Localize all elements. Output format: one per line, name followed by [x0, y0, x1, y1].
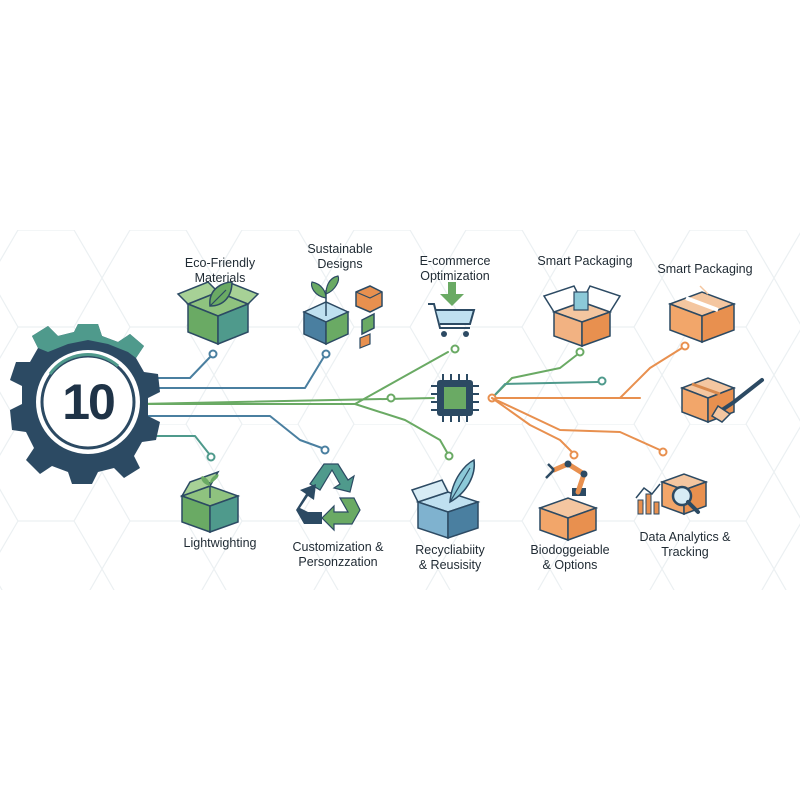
label-line: & Reusisity — [418, 558, 482, 572]
label-line: Recycliabiity — [415, 543, 485, 557]
label-smart-packaging-2: Smart Packaging — [640, 262, 770, 277]
gear-icon — [10, 324, 160, 484]
label-line: Personzzation — [298, 555, 378, 569]
label-line: Materials — [194, 271, 246, 285]
line-to-hub — [137, 397, 435, 405]
label-line: Designs — [317, 257, 363, 271]
taped-box-icon — [667, 285, 737, 344]
label-line: Smart Packaging — [537, 254, 633, 268]
label-line: Sustainable — [307, 242, 373, 256]
label-line: Tracking — [661, 545, 709, 559]
line-customization — [137, 415, 323, 449]
line-mid — [491, 381, 599, 399]
label-line: Eco-Friendly — [184, 256, 256, 270]
label-line: & Options — [542, 558, 598, 572]
open-box-icon — [542, 285, 622, 348]
line-biodegradable — [491, 397, 573, 453]
label-line: Data Analytics & — [639, 530, 731, 544]
analytics-box-icon — [635, 473, 709, 516]
label-line: Optimization — [420, 269, 490, 283]
line-sustainable — [137, 354, 326, 389]
microchip-icon — [431, 374, 479, 422]
recycle-icon — [296, 463, 361, 532]
label-line: E-commerce — [419, 254, 491, 268]
label-data-analytics: Data Analytics & Tracking — [620, 530, 750, 560]
label-eco-friendly-materials: Eco-Friendly Materials — [160, 256, 280, 286]
box-brush-icon — [679, 377, 764, 424]
shopping-cart-icon — [428, 282, 476, 337]
label-biodegradable: Biodoggeiable & Options — [505, 543, 635, 573]
line-recyclability — [354, 403, 449, 455]
box-leaf-icon — [176, 281, 260, 346]
label-line: Smart Packaging — [657, 262, 753, 276]
label-customization: Customization & Personzzation — [273, 540, 403, 570]
center-number: 10 — [62, 374, 116, 430]
label-lightweighting: Lightwighting — [160, 536, 280, 551]
line-analytics — [491, 397, 661, 451]
label-ecommerce-optimization: E-commerce Optimization — [395, 254, 515, 284]
label-smart-packaging-1: Smart Packaging — [520, 254, 650, 269]
label-sustainable-designs: Sustainable Designs — [280, 242, 400, 272]
label-recyclability: Recycliabiity & Reusisity — [390, 543, 510, 573]
sprout-box-icon — [302, 275, 383, 349]
label-line: Biodoggeiable — [530, 543, 610, 557]
robot-arm-box-icon — [537, 460, 599, 542]
line-ecommerce — [137, 351, 449, 405]
line-lightweighting — [137, 435, 211, 456]
label-line: Customization & — [292, 540, 384, 554]
feather-box-icon — [410, 458, 481, 540]
lightweighting-box-icon — [179, 470, 241, 534]
connector-lines — [137, 341, 690, 462]
label-line: Lightwighting — [183, 536, 257, 550]
